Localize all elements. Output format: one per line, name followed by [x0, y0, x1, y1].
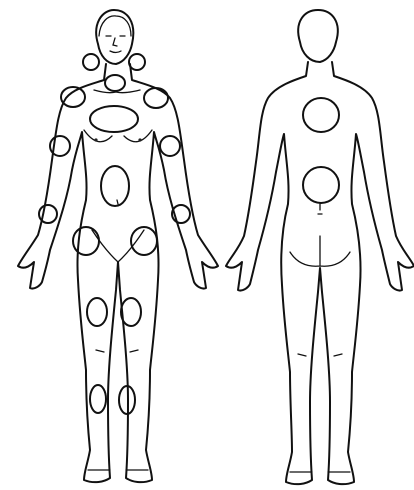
left-shoulder-marker[interactable] — [61, 87, 85, 107]
right-upper-arm-marker[interactable] — [160, 136, 180, 156]
right-hip-marker[interactable] — [131, 227, 157, 255]
left-thigh-marker[interactable] — [87, 298, 107, 326]
back-buttocks-lines — [290, 236, 350, 266]
right-earring-marker[interactable] — [129, 54, 145, 70]
left-hip-marker[interactable] — [73, 227, 99, 255]
front-head-outline — [96, 10, 133, 64]
front-knee-marks — [96, 350, 138, 352]
upper-sternum-marker[interactable] — [105, 75, 125, 91]
front-body-view — [18, 10, 218, 482]
abdomen-marker[interactable] — [101, 166, 129, 206]
front-mouth — [110, 51, 121, 53]
back-body-view — [226, 10, 414, 484]
back-knee-marks — [298, 354, 342, 356]
front-hair-outline — [99, 16, 131, 36]
front-left-nipple — [94, 138, 97, 141]
left-earring-marker[interactable] — [83, 54, 99, 70]
front-pelvis-lines — [92, 230, 144, 262]
lower-back-marker[interactable] — [303, 167, 339, 203]
back-head-outline — [298, 10, 338, 62]
upper-back-marker[interactable] — [303, 98, 339, 132]
front-body-outline — [18, 64, 218, 482]
back-body-outline — [226, 62, 414, 484]
left-shin-marker[interactable] — [90, 385, 106, 413]
back-spine-dots — [318, 204, 322, 214]
front-right-nipple — [138, 138, 141, 141]
right-shoulder-marker[interactable] — [144, 88, 168, 108]
right-thigh-marker[interactable] — [121, 298, 141, 326]
left-forearm-marker[interactable] — [39, 205, 57, 223]
upper-chest-marker[interactable] — [90, 106, 138, 132]
front-navel — [117, 200, 118, 204]
front-nose — [113, 38, 117, 46]
